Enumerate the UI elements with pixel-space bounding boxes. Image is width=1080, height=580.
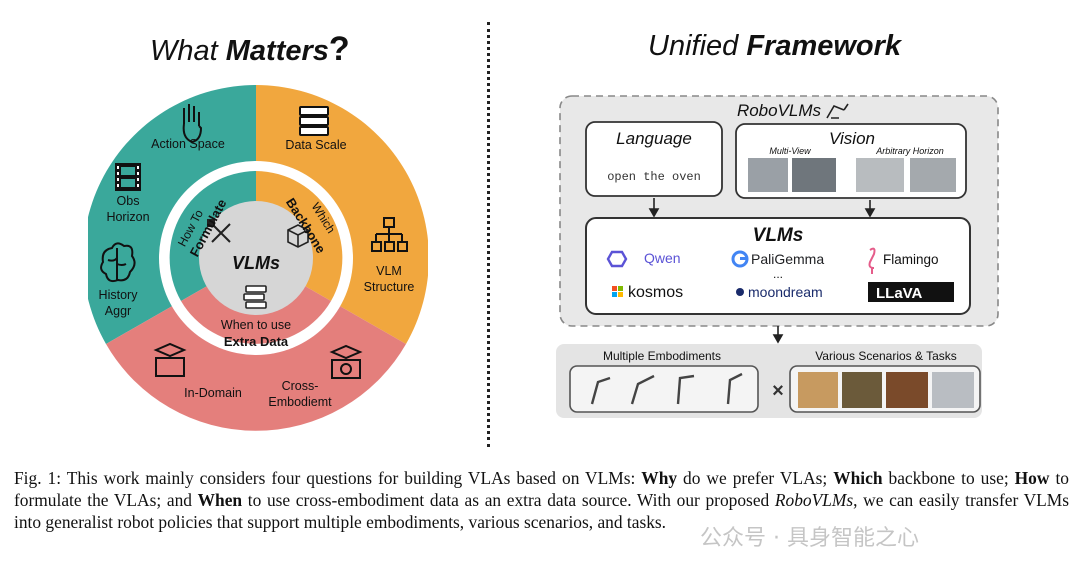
outer-label-action-space: Action Space [151, 137, 225, 151]
left-title-bold: Matters [225, 35, 329, 67]
what-matters-diagram: VLMs How To Formulate Which Backbone Whe… [88, 85, 428, 431]
outer-label-horizon: Horizon [106, 210, 149, 224]
unified-framework-diagram: RoboVLMs Language open the oven Vision M… [556, 95, 999, 418]
google-g-icon [731, 250, 749, 268]
outer-label-vlm: VLM [376, 264, 402, 278]
center-label: VLMs [232, 253, 280, 273]
model-moondream: moondream [748, 284, 823, 300]
graduation-globe-icon [329, 344, 363, 379]
model-flamingo: Flamingo [883, 252, 939, 267]
figure-caption: Fig. 1: This work mainly considers four … [14, 467, 1069, 533]
caption-which: Which [833, 468, 883, 488]
multiple-embodiments-label: Multiple Embodiments [603, 349, 721, 363]
robovlms-label: RoboVLMs [737, 101, 822, 120]
caption-how: How [1014, 468, 1050, 488]
vision-title: Vision [829, 129, 875, 148]
model-llava: LLaVA [876, 285, 923, 302]
arbitrary-horizon-label: Arbitrary Horizon [875, 146, 944, 156]
outer-label-structure: Structure [364, 280, 415, 294]
data-stack-icon [243, 285, 267, 309]
caption-robovlms: RoboVLMs [774, 490, 854, 510]
left-title-prefix: What [150, 35, 226, 67]
flamingo-icon [868, 247, 876, 274]
right-title-bold: Framework [746, 30, 902, 62]
caption-part-4: to formulate the VLAs; and [14, 468, 1069, 510]
server-icon [299, 106, 329, 136]
caption-part-3: backbone to use; [882, 468, 1015, 488]
scenario-image-desk [886, 372, 928, 408]
outer-label-cross: Cross- [282, 379, 319, 393]
left-title-mark: ? [328, 30, 350, 68]
scenario-image-table [842, 372, 882, 408]
scenario-image-sink [932, 372, 974, 408]
language-title: Language [616, 129, 692, 148]
llava-badge [868, 282, 954, 302]
right-title-prefix: Unified [648, 30, 747, 62]
model-paligemma: PaliGemma [751, 251, 824, 267]
center-disk [199, 201, 313, 315]
brain-icon [100, 242, 136, 283]
kosmos-logo-icon [612, 286, 623, 297]
caption-part-2: do we prefer VLAs; [677, 468, 834, 488]
outer-label-aggr: Aggr [105, 304, 131, 318]
multi-view-label: Multi-View [769, 146, 811, 156]
horizon-image-2 [910, 158, 956, 192]
horizon-image-1 [856, 158, 904, 192]
caption-part-6: , we can easily transfer VLMs into gener… [14, 490, 1070, 532]
section-divider [487, 22, 490, 447]
input-arrows [648, 198, 876, 218]
graduation-laptop-icon [153, 342, 187, 377]
outer-label-history: History [99, 288, 139, 302]
caption-when: When [197, 490, 243, 510]
outer-label-embodiemt: Embodiemt [268, 395, 332, 409]
model-kosmos: kosmos [628, 284, 683, 301]
times-symbol: × [772, 380, 784, 402]
model-ellipsis: ... [773, 267, 783, 281]
hierarchy-icon [371, 217, 408, 252]
robot-arms-icon [590, 372, 743, 405]
output-arrow [772, 326, 784, 344]
language-text: open the oven [607, 170, 701, 184]
scenarios-label: Various Scenarios & Tasks [815, 349, 957, 363]
multi-view-image-1 [748, 158, 788, 192]
caption-part-5: to use cross-embodiment data as an extra… [242, 490, 775, 510]
inner-label-extra-data: Extra Data [224, 334, 289, 349]
vlms-title: VLMs [753, 225, 804, 246]
left-title: What Matters? [150, 30, 350, 69]
hand-icon [182, 104, 203, 144]
caption-part-1: Fig. 1: This work mainly considers four … [14, 468, 642, 488]
scenario-image-kitchen [798, 372, 838, 408]
language-box [585, 121, 723, 197]
watermark: 公众号 · 具身智能之心 [700, 526, 919, 551]
cube-icon [287, 224, 309, 248]
robot-arm-icon [826, 103, 849, 119]
qwen-logo-icon [606, 250, 628, 268]
tools-icon [207, 219, 231, 243]
right-title: Unified Framework [648, 30, 901, 63]
caption-why: Why [641, 468, 678, 488]
embodiments-box [569, 365, 759, 413]
film-icon [115, 163, 141, 191]
inner-label-when-to-use: When to use [221, 318, 291, 332]
outer-label-in-domain: In-Domain [184, 386, 242, 400]
model-qwen: Qwen [644, 250, 681, 266]
outer-label-obs: Obs [117, 194, 140, 208]
outer-label-data-scale: Data Scale [285, 138, 346, 152]
multi-view-image-2 [792, 158, 836, 192]
moondream-logo-icon [736, 288, 744, 296]
